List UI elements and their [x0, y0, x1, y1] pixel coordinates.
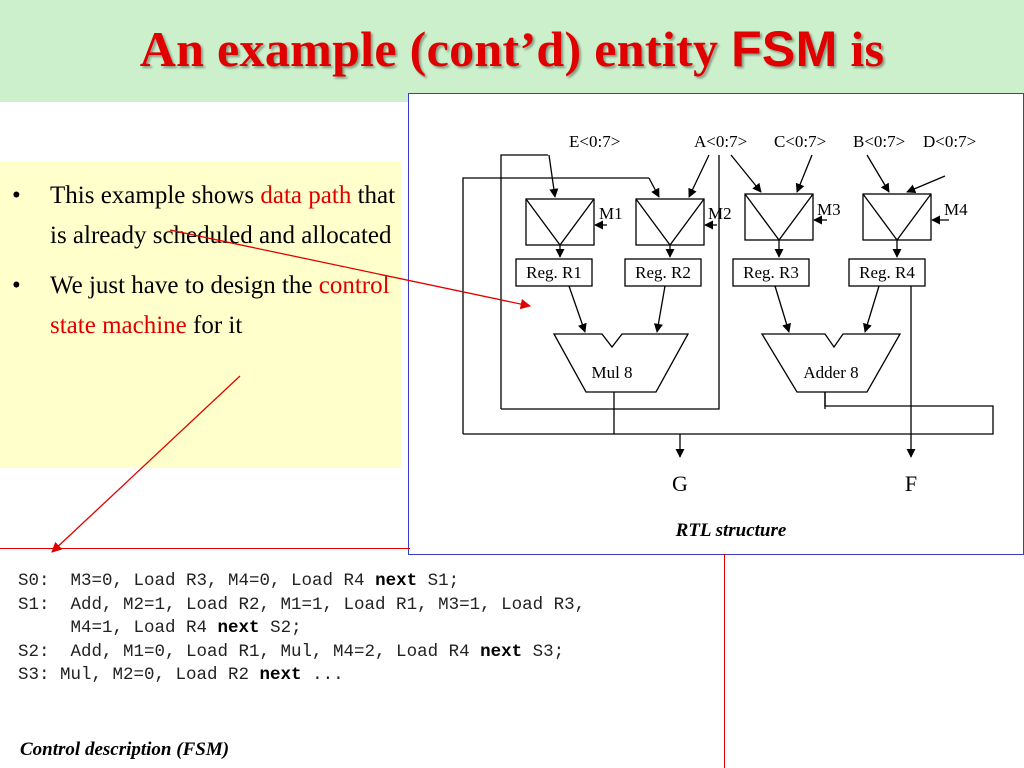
fsm-line-3-keyword: next [217, 618, 260, 638]
title-fsm: FSM [731, 21, 838, 77]
wire-feedback-m1 [500, 154, 548, 409]
wire-mul-loop [501, 155, 720, 410]
wire-feedback-m2 [462, 177, 649, 434]
bullet-item-2: •We just have to design the control stat… [12, 266, 397, 346]
output-g-label: G [672, 471, 688, 496]
fsm-line-4: S2: Add, M1=0, Load R1, Mul, M4=2, Load … [18, 642, 564, 662]
mux-m3-label: M3 [817, 200, 841, 219]
reg-r3-label: Reg. R3 [743, 263, 799, 282]
mux-m1 [525, 198, 595, 246]
input-e-label: E<0:7> [569, 132, 620, 151]
title-tail: is [837, 21, 885, 77]
wire-c-to-m3 [795, 154, 813, 193]
wire-r4-to-adder [863, 285, 880, 333]
adder-unit [760, 333, 902, 393]
input-b-label: B<0:7> [853, 132, 905, 151]
mux-m1-label: M1 [599, 204, 623, 223]
wire-mul-out [463, 392, 615, 435]
mux-m4 [862, 193, 932, 241]
mul-unit [552, 333, 690, 393]
wire-d-to-m4 [906, 175, 946, 194]
input-a-label: A<0:7> [694, 132, 747, 151]
input-d-label: D<0:7> [923, 132, 976, 151]
wire-r1-to-mul [568, 285, 587, 333]
fsm-line-4-target: S3; [522, 641, 565, 662]
reg-r3 [732, 258, 810, 287]
fsm-line-3: M4=1, Load R4 next S2; [18, 618, 302, 638]
wire-e-to-m1 [548, 154, 559, 198]
rtl-diagram-frame: E<0:7> A<0:7> C<0:7> B<0:7> D<0:7> M1 M2… [408, 93, 1024, 555]
fsm-line-5-text: S3: Mul, M2=0, Load R2 [18, 665, 260, 685]
fsm-line-4-keyword: next [480, 641, 523, 662]
reg-r2 [624, 258, 702, 287]
fsm-line-4-text: S2: Add, M1=0, Load R1, Mul, M4=2, Load … [18, 641, 481, 662]
bullet-box: •This example shows data path that is al… [0, 162, 401, 468]
bullet-dot-icon: • [12, 272, 21, 299]
mux-m3 [744, 193, 814, 241]
fsm-line-3-text: M4=1, Load R4 [18, 618, 218, 638]
wire-a-to-m3 [730, 154, 762, 193]
fsm-line-1-target: S1; [417, 571, 460, 591]
bullet-list: •This example shows data path that is al… [12, 176, 397, 356]
rtl-diagram: E<0:7> A<0:7> C<0:7> B<0:7> D<0:7> M1 M2… [462, 132, 994, 496]
fsm-line-2-text: S1: Add, M2=1, Load R2, M1=1, Load R1, M… [18, 594, 586, 615]
slide-title: An example (cont’d) entity FSM is [0, 20, 1024, 78]
fsm-line-5: S3: Mul, M2=0, Load R2 next ... [18, 665, 344, 685]
fsm-caption: Control description (FSM) [20, 739, 230, 760]
mux-m2 [635, 198, 705, 246]
mul-unit-label: Mul 8 [591, 363, 632, 382]
wire-a-to-m2 [688, 154, 710, 198]
fsm-line-1-keyword: next [375, 571, 418, 591]
divider-horizontal [0, 548, 410, 549]
wire-adder-loop [614, 392, 994, 435]
mux-m1-triangle [525, 198, 595, 247]
wire-fb-to-m2 [648, 177, 660, 198]
bullet-dot-icon: • [12, 182, 21, 209]
mux-m3-triangle [744, 193, 814, 242]
output-f-label: F [905, 471, 917, 496]
divider-vertical [724, 554, 725, 768]
wire-r2-to-mul [653, 285, 666, 333]
fsm-line-1: S0: M3=0, Load R3, M4=0, Load R4 next S1… [18, 571, 459, 591]
bullet-item-1: •This example shows data path that is al… [12, 176, 397, 256]
reg-r4-label: Reg. R4 [859, 263, 915, 282]
rtl-caption: RTL structure [675, 520, 787, 541]
mux-m4-label: M4 [944, 200, 968, 219]
fsm-line-5-target: ... [301, 665, 344, 685]
bullet-2-post: for it [186, 312, 243, 339]
adder-unit-label: Adder 8 [803, 363, 858, 382]
mux-m2-triangle [635, 198, 705, 247]
bullet-1-highlight: data path [260, 182, 352, 209]
input-c-label: C<0:7> [774, 132, 826, 151]
fsm-code-block: S0: M3=0, Load R3, M4=0, Load R4 next S1… [18, 570, 585, 688]
mux-m4-triangle [862, 193, 932, 242]
mux-m2-label: M2 [708, 204, 732, 223]
fsm-line-3-target: S2; [259, 618, 302, 638]
reg-r2-label: Reg. R2 [635, 263, 691, 282]
fsm-line-2: S1: Add, M2=1, Load R2, M1=1, Load R1, M… [18, 595, 585, 615]
bullet-1-pre: This example shows [50, 182, 261, 209]
fsm-line-1-text: S0: M3=0, Load R3, M4=0, Load R4 [18, 571, 376, 591]
wire-b-to-m4 [866, 154, 890, 193]
wire-r3-to-adder [774, 285, 791, 333]
title-band [0, 0, 1024, 102]
reg-r1-label: Reg. R1 [526, 263, 582, 282]
title-main: An example (cont’d) entity [139, 21, 732, 77]
fsm-line-5-keyword: next [259, 665, 302, 685]
reg-r4 [848, 258, 926, 287]
bullet-2-pre: We just have to design the [50, 272, 319, 299]
